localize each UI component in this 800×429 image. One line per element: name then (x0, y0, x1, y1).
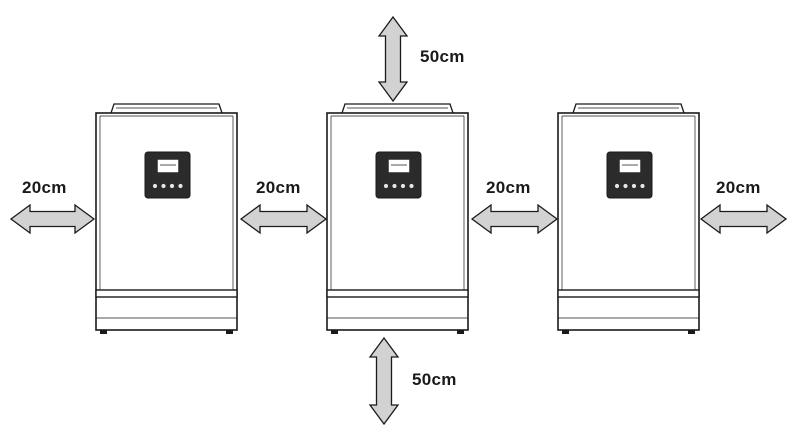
inverter-right (557, 103, 700, 334)
display-panel (375, 151, 422, 199)
top-rail (341, 103, 454, 114)
units-layer (95, 103, 700, 334)
top-clearance-label: 50cm (420, 47, 465, 66)
gap-left-clearance-arrow (239, 203, 328, 235)
foot-right (688, 330, 695, 334)
bottom-clearance-arrow (368, 336, 400, 426)
panel-button (178, 183, 183, 189)
panel-button (631, 183, 637, 189)
panel-button (152, 183, 158, 189)
panel-button (169, 183, 175, 189)
lower-band (326, 289, 469, 298)
panel-button (623, 183, 628, 189)
panel-button (400, 183, 406, 189)
right-outer-clearance-arrow (699, 203, 788, 235)
right-outer-clearance-label: 20cm (716, 178, 761, 197)
foot-right (457, 330, 464, 334)
lower-band (95, 289, 238, 298)
panel-button (409, 183, 414, 189)
inverter-center (326, 103, 469, 334)
foot-left (100, 330, 107, 334)
gap-right-clearance-arrow (470, 203, 559, 235)
inverter-left (95, 103, 238, 334)
foot-left (331, 330, 338, 334)
lcd-screen (157, 159, 179, 173)
left-outer-clearance-arrow (9, 203, 96, 235)
bottom-clearance-label: 50cm (412, 370, 457, 389)
top-rail (572, 103, 685, 114)
foot-left (562, 330, 569, 334)
panel-button (392, 183, 397, 189)
panel-button (614, 183, 620, 189)
panel-button (383, 183, 389, 189)
lower-band (557, 289, 700, 298)
display-panel (606, 151, 653, 199)
gap-right-clearance-label: 20cm (486, 178, 531, 197)
lcd-screen (388, 159, 410, 173)
arrows-layer (9, 15, 788, 426)
top-rail (110, 103, 223, 114)
foot-right (226, 330, 233, 334)
gap-left-clearance-label: 20cm (256, 178, 301, 197)
top-clearance-arrow (377, 15, 409, 103)
panel-button (640, 183, 645, 189)
panel-button (161, 183, 166, 189)
left-outer-clearance-label: 20cm (22, 178, 67, 197)
lcd-screen (619, 159, 641, 173)
display-panel (144, 151, 191, 199)
